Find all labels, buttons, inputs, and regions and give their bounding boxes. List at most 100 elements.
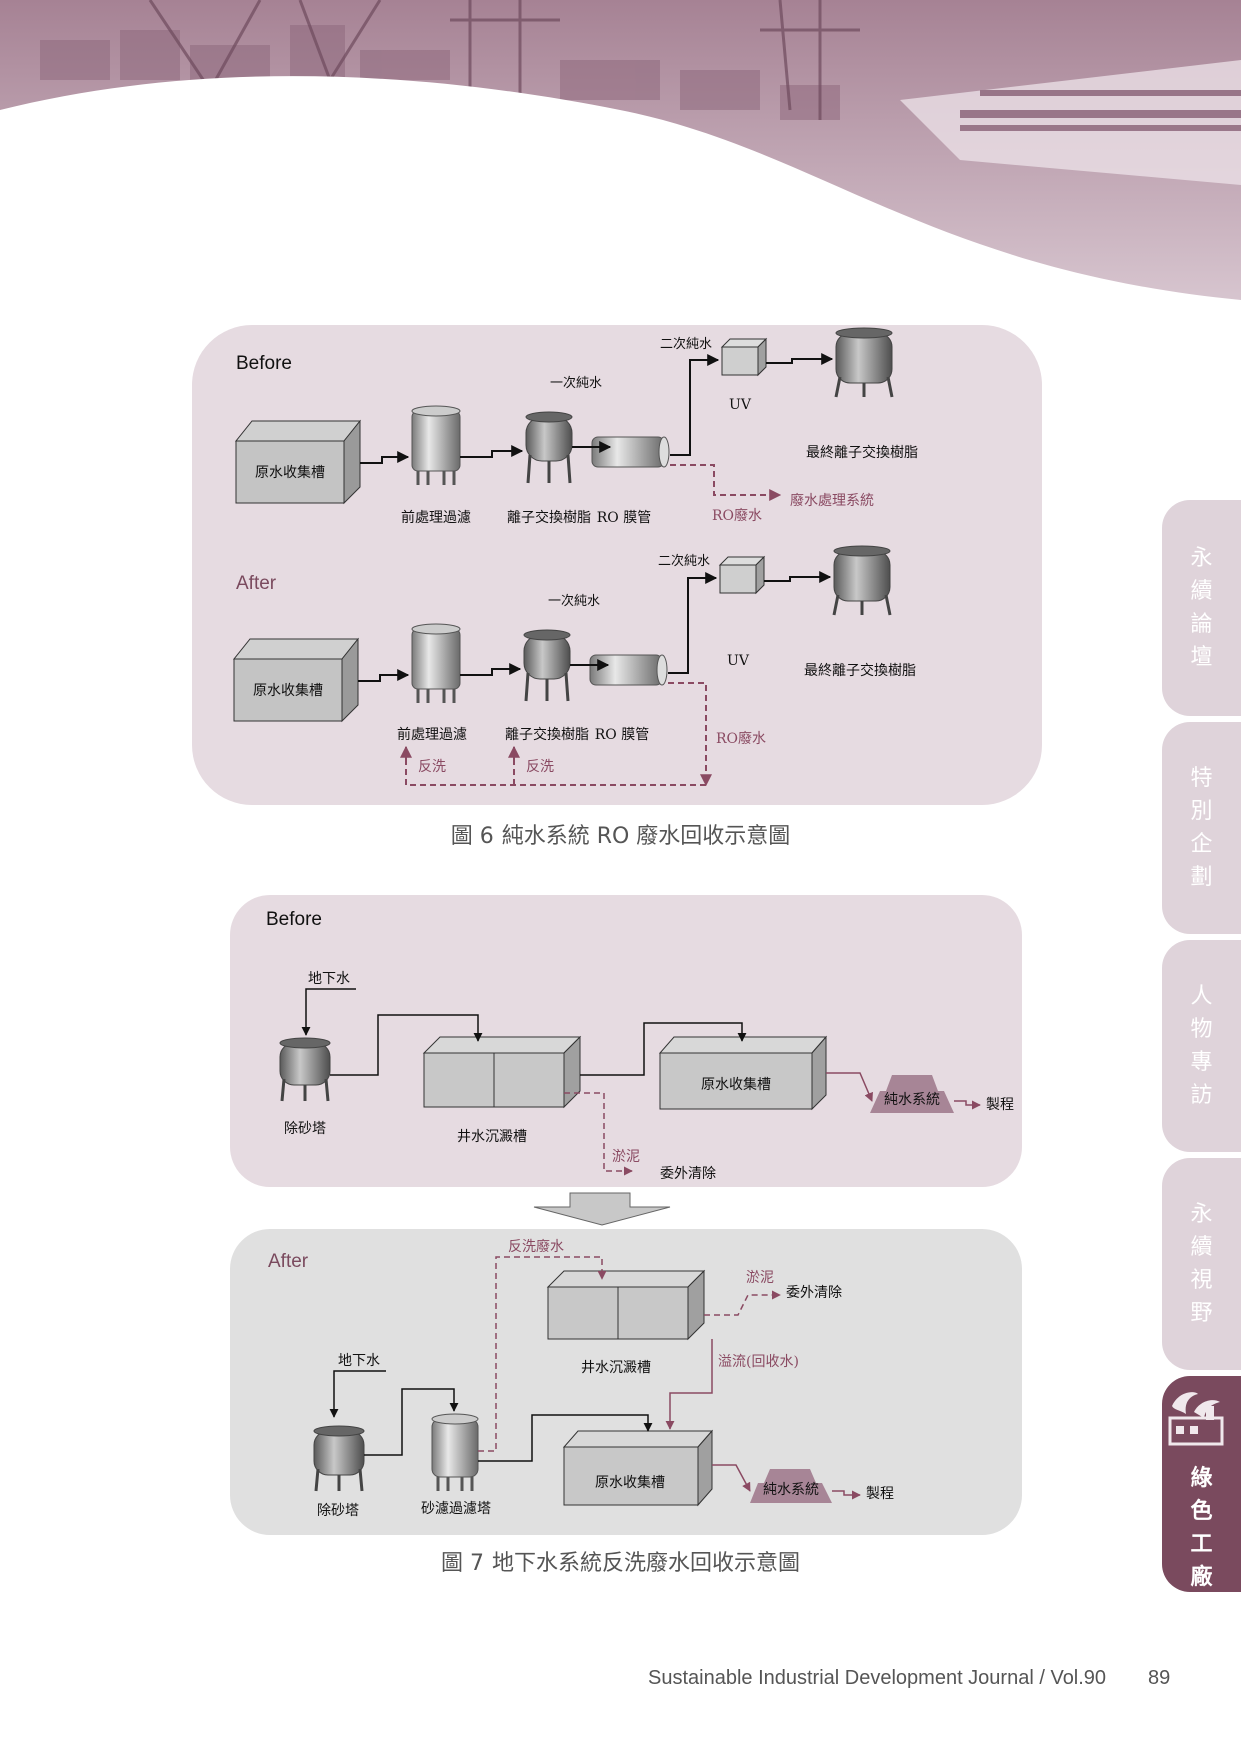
fig7-before-flow-lines bbox=[330, 1014, 747, 1076]
figure-7-number: 圖 7 bbox=[440, 1551, 484, 1576]
fig6-before-primary-label: 一次純水 bbox=[550, 375, 602, 391]
fig7-before-pure-system: 純水系統 bbox=[870, 1075, 954, 1113]
fig7-after-sludge-flow bbox=[704, 1290, 781, 1316]
fig7-after-overflow-label: 溢流(回收水) bbox=[718, 1354, 799, 1370]
fig7-after-process-label: 製程 bbox=[866, 1486, 894, 1502]
fig6-before-secondary-label: 二次純水 bbox=[660, 336, 712, 352]
fig7-after-pure-system: 純水系統 bbox=[750, 1469, 832, 1503]
fig6-before-flow-lines bbox=[360, 353, 834, 464]
fig6-before-prefilter-label: 前處理過濾 bbox=[401, 509, 471, 526]
fig7-before-settling-label: 井水沉澱槽 bbox=[457, 1129, 527, 1145]
svg-text:原水收集槽: 原水收集槽 bbox=[255, 464, 325, 481]
fig7-after-outsourced-label: 委外清除 bbox=[786, 1285, 842, 1301]
fig6-after-final-tank bbox=[832, 545, 892, 616]
fig7-after-process-flow bbox=[832, 1490, 861, 1500]
fig7-before-sludge-flow bbox=[564, 1092, 633, 1176]
fig6-after-flow-lines bbox=[358, 571, 832, 682]
fig7-before-outsourced-label: 委外清除 bbox=[660, 1166, 716, 1182]
fig7-before-desander-label: 除砂塔 bbox=[284, 1121, 326, 1137]
fig7-after-desander-tank bbox=[313, 1425, 365, 1492]
footer-journal: Sustainable Industrial Development Journ… bbox=[648, 1667, 1107, 1689]
fig7-after-groundwater-label: 地下水 bbox=[338, 1353, 380, 1369]
figure-6-title: 純水系統 RO 廢水回收示意圖 bbox=[501, 824, 791, 849]
fig6-after-ion-label: 離子交換樹脂 bbox=[505, 726, 589, 743]
fig7-before-groundwater-flow bbox=[301, 988, 356, 1036]
fig7-after-desander-label: 除砂塔 bbox=[317, 1503, 359, 1519]
svg-text:純水系統: 純水系統 bbox=[884, 1092, 940, 1108]
fig6-before-ro-tube bbox=[591, 436, 670, 468]
fig7-after-pure-flow bbox=[712, 1464, 751, 1492]
fig7-after-sludge-label: 淤泥 bbox=[746, 1270, 774, 1286]
fig6-after-final-label: 最終離子交換樹脂 bbox=[804, 662, 916, 679]
fig7-before-groundwater-label: 地下水 bbox=[308, 971, 350, 987]
fig7-before-raw-tank: 原水收集槽 bbox=[658, 1035, 828, 1111]
fig7-before-sludge-label: 淤泥 bbox=[612, 1149, 640, 1165]
fig6-before-raw-tank: 原水收集槽 bbox=[234, 419, 362, 505]
svg-text:原水收集槽: 原水收集槽 bbox=[701, 1076, 771, 1093]
fig6-before-ion-label: 離子交換樹脂 bbox=[507, 509, 591, 526]
fig7-after-overflow-flow bbox=[665, 1339, 713, 1430]
fig6-before-uv-box bbox=[720, 337, 768, 377]
fig7-after-title: After bbox=[268, 1251, 309, 1272]
fig7-after-backwash-label: 反洗廢水 bbox=[508, 1238, 564, 1255]
fig6-after-ro-label: RO 膜管 bbox=[595, 727, 649, 743]
fig6-before-prefilter-tank bbox=[411, 405, 461, 485]
tab-special-feature-label: 特別企劃 bbox=[1190, 766, 1213, 890]
fig6-after-backwash2-label: 反洗 bbox=[526, 759, 554, 775]
header-banner bbox=[0, 0, 1241, 300]
footer-page-number: 89 bbox=[1148, 1667, 1171, 1689]
green-factory-icon bbox=[1168, 1392, 1224, 1446]
fig6-after-primary-label: 一次純水 bbox=[548, 593, 600, 609]
transition-down-arrow bbox=[533, 1192, 671, 1226]
tab-green-factory-label: 綠色工廠 bbox=[1190, 1466, 1213, 1590]
tab-special-feature[interactable]: 特別企劃 bbox=[1162, 722, 1241, 934]
fig7-before-settling-tank bbox=[422, 1035, 582, 1109]
figure-7-title: 地下水系統反洗廢水回收示意圖 bbox=[491, 1551, 800, 1576]
fig6-before-ro-waste-label: RO廢水 bbox=[712, 507, 762, 524]
fig7-after-flow-lines bbox=[364, 1388, 653, 1462]
figure-7-diagram: Before 地下水 除砂塔 井水沉澱槽 原水收集槽 純水系統 製程 淤泥 委外… bbox=[230, 895, 1022, 1535]
figure-7-caption: 圖 7 地下水系統反洗廢水回收示意圖 bbox=[0, 1545, 1241, 1577]
fig6-before-waste-flow bbox=[670, 464, 782, 501]
fig7-before-process-flow bbox=[954, 1100, 981, 1110]
fig6-after-ro-waste-label: RO廢水 bbox=[716, 730, 766, 747]
fig7-after-settling-label: 井水沉澱槽 bbox=[581, 1360, 651, 1376]
fig6-before-ro-label: RO 膜管 bbox=[597, 510, 651, 526]
tab-sustainable-vision-label: 永續視野 bbox=[1190, 1202, 1213, 1326]
fig7-after-backwash-flow bbox=[478, 1256, 607, 1452]
fig6-before-waste-system-label: 廢水處理系統 bbox=[790, 492, 874, 509]
fig6-after-title: After bbox=[236, 573, 277, 594]
fig7-after-settling-tank bbox=[546, 1269, 706, 1341]
tab-sustainable-vision[interactable]: 永續視野 bbox=[1162, 1158, 1241, 1370]
tab-green-factory[interactable]: 綠色工廠 bbox=[1162, 1376, 1241, 1592]
fig6-after-uv-box bbox=[718, 555, 766, 595]
fig7-before-desander-tank bbox=[279, 1037, 331, 1102]
svg-text:原水收集槽: 原水收集槽 bbox=[595, 1474, 665, 1491]
fig6-after-uv-label: UV bbox=[727, 653, 750, 669]
fig7-after-sandfilter-tank bbox=[431, 1413, 479, 1491]
figure-6-number: 圖 6 bbox=[450, 824, 494, 849]
fig6-after-recycle-flow bbox=[668, 682, 712, 787]
svg-text:純水系統: 純水系統 bbox=[763, 1482, 819, 1498]
fig6-after-prefilter-tank bbox=[411, 623, 461, 703]
fig6-after-ion-tank bbox=[523, 629, 571, 702]
figure-6-caption: 圖 6 純水系統 RO 廢水回收示意圖 bbox=[0, 818, 1241, 850]
fig6-before-title: Before bbox=[236, 353, 292, 374]
fig7-before-pure-flow bbox=[826, 1072, 873, 1102]
svg-text:原水收集槽: 原水收集槽 bbox=[253, 682, 323, 699]
fig6-before-final-label: 最終離子交換樹脂 bbox=[806, 444, 918, 461]
tab-interview[interactable]: 人物專訪 bbox=[1162, 940, 1241, 1152]
fig6-after-backwash1-label: 反洗 bbox=[418, 759, 446, 775]
fig6-before-uv-label: UV bbox=[729, 397, 752, 413]
fig7-after-sandfilter-label: 砂濾過濾塔 bbox=[421, 1501, 491, 1517]
fig6-after-secondary-label: 二次純水 bbox=[658, 553, 710, 569]
fig7-before-title: Before bbox=[266, 909, 322, 930]
tab-interview-label: 人物專訪 bbox=[1190, 984, 1213, 1108]
tab-sustainable-forum[interactable]: 永續論壇 bbox=[1162, 500, 1241, 716]
tab-sustainable-forum-label: 永續論壇 bbox=[1190, 546, 1213, 670]
fig6-after-raw-tank: 原水收集槽 bbox=[232, 637, 360, 723]
figure-6-diagram: Before 原水收集槽 前處理過濾 離子交換樹脂 RO 膜管 一次純水 UV … bbox=[192, 325, 1042, 805]
fig6-before-ion-tank bbox=[525, 411, 573, 484]
fig6-before-final-tank bbox=[834, 327, 894, 398]
fig7-after-raw-tank: 原水收集槽 bbox=[562, 1429, 714, 1507]
